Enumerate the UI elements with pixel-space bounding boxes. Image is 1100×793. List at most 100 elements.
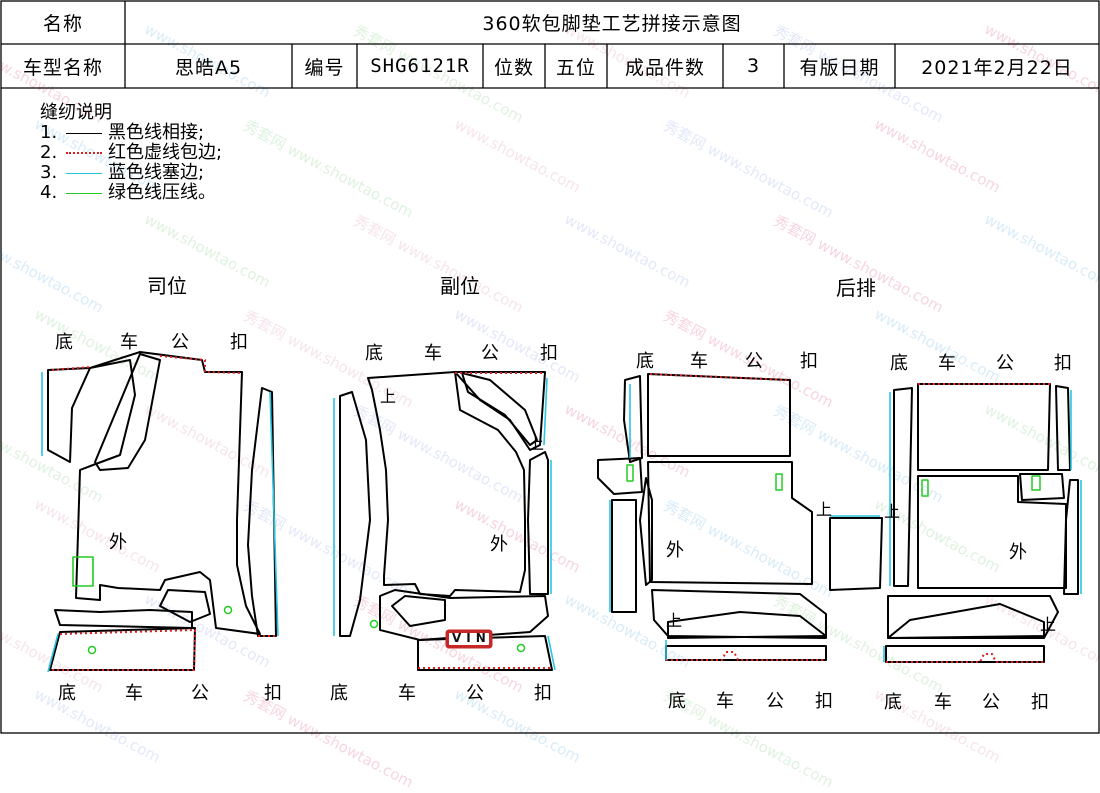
legend-num: 1. [40, 122, 58, 143]
label-buckle: 扣 [1031, 692, 1049, 713]
label-up: 上 [528, 434, 545, 453]
red-dotted-swatch [66, 152, 102, 154]
seats-value: 五位 [555, 56, 596, 79]
label-outer: 外 [490, 534, 508, 555]
label-public: 公 [481, 343, 499, 364]
rear-left-left-lower [611, 499, 637, 613]
legend-item: 4. 绿色线压线。 [40, 183, 222, 203]
passenger-left-strip [339, 391, 371, 637]
rear-left-side-strip [623, 375, 643, 463]
vin-label: VIN [452, 631, 491, 645]
label-public: 公 [745, 351, 763, 372]
label-public: 公 [171, 332, 189, 353]
driver-main-body [75, 351, 261, 635]
rear-right-bottom [885, 645, 1045, 663]
rear-right-binding-bottom [886, 653, 1044, 663]
seats-label: 位数 [493, 56, 534, 79]
label-buckle: 扣 [230, 332, 248, 353]
rear-right-press [1031, 475, 1041, 491]
label-up: 上 [1040, 615, 1057, 634]
label-bottom: 底 [884, 692, 902, 713]
legend-text: 黑色线相接; [108, 122, 205, 143]
driver-inner-strip [94, 353, 161, 471]
legend-item: 2. 红色虚线包边; [40, 143, 222, 163]
passenger-press-dot [516, 643, 526, 653]
driver-heel-pad [159, 589, 211, 623]
section-passenger: 副位 [440, 274, 480, 298]
rear-left-binding-bottom [666, 651, 826, 661]
section-driver: 司位 [147, 274, 187, 298]
pieces-value: 3 [746, 55, 761, 77]
legend-text: 绿色线压线。 [108, 182, 216, 203]
passenger-main-body [367, 371, 526, 597]
passenger-mat [333, 371, 556, 671]
driver-left-strip [47, 367, 91, 463]
code-label: 编号 [304, 56, 345, 79]
passenger-tuck-right [543, 377, 548, 446]
label-bottom: 底 [636, 351, 654, 372]
name-label: 名称 [42, 13, 83, 35]
rear-right-front [887, 595, 1059, 639]
label-bottom: 底 [58, 683, 76, 704]
label-outer: 外 [666, 540, 684, 561]
driver-tuck-right [269, 391, 279, 637]
passenger-heel-pad [391, 595, 446, 627]
passenger-press-dot [369, 619, 379, 629]
rear-right-right-lower [1063, 479, 1079, 595]
label-buckle: 扣 [815, 691, 833, 712]
rear-right-front-strip [887, 603, 1045, 639]
label-buckle: 扣 [534, 683, 552, 704]
label-buckle: 扣 [1054, 353, 1072, 374]
date-value: 2021年2月22日 [921, 56, 1073, 79]
legend-num: 3. [40, 162, 58, 183]
rear-left-front-strip [667, 611, 827, 639]
rear-left-tunnel-strip [597, 457, 643, 495]
rear-left-center [647, 461, 813, 585]
driver-press-patch [72, 556, 94, 587]
blue-line-swatch [66, 172, 102, 174]
passenger-tuck-bottom [547, 635, 556, 671]
label-buckle: 扣 [800, 351, 818, 372]
section-rear: 后排 [836, 276, 876, 300]
label-up: 上 [884, 502, 901, 521]
label-buckle: 扣 [264, 683, 282, 704]
driver-binding-bottom [52, 629, 196, 671]
pieces-label: 成品件数 [624, 56, 705, 79]
label-car: 车 [716, 691, 734, 712]
label-public: 公 [466, 683, 484, 704]
rear-left-main-top [647, 373, 791, 457]
vin-badge-inner [449, 633, 489, 645]
green-line-swatch [66, 192, 102, 194]
rear-right-press [921, 479, 929, 497]
label-car: 车 [398, 683, 416, 704]
rear-right-center [917, 475, 1067, 589]
rear-right-side-strip2 [1055, 385, 1071, 471]
label-public: 公 [982, 692, 1000, 713]
label-car: 车 [934, 692, 952, 713]
rear-right-pocket [1019, 473, 1065, 501]
label-bottom: 底 [55, 332, 73, 353]
driver-mat [41, 351, 279, 673]
label-car: 车 [424, 343, 442, 364]
legend-item: 1. 黑色线相接; [40, 123, 222, 143]
label-up: 上 [380, 387, 397, 406]
passenger-front-panel [379, 589, 549, 641]
rear-left-front [651, 589, 827, 639]
legend-text: 蓝色线塞边; [108, 162, 205, 183]
sewing-legend: 缝纫说明 1. 黑色线相接; 2. 红色虚线包边; 3. 蓝色线塞边; 4. 绿… [40, 103, 222, 203]
code-value: SHG6121R [370, 55, 470, 77]
label-car: 车 [125, 683, 143, 704]
label-outer: 外 [109, 532, 127, 553]
label-up: 上 [816, 500, 833, 519]
rear-left-binding-top [649, 373, 791, 381]
legend-text: 红色虚线包边; [108, 142, 223, 163]
label-public: 公 [191, 683, 209, 704]
legend-item: 3. 蓝色线塞边; [40, 163, 222, 183]
label-public: 公 [996, 353, 1014, 374]
model-value: 思皓A5 [174, 56, 243, 79]
legend-num: 2. [40, 142, 58, 163]
driver-tuck-bottom [47, 633, 59, 673]
label-car: 车 [120, 332, 138, 353]
rear-right-side-strip [893, 387, 913, 587]
